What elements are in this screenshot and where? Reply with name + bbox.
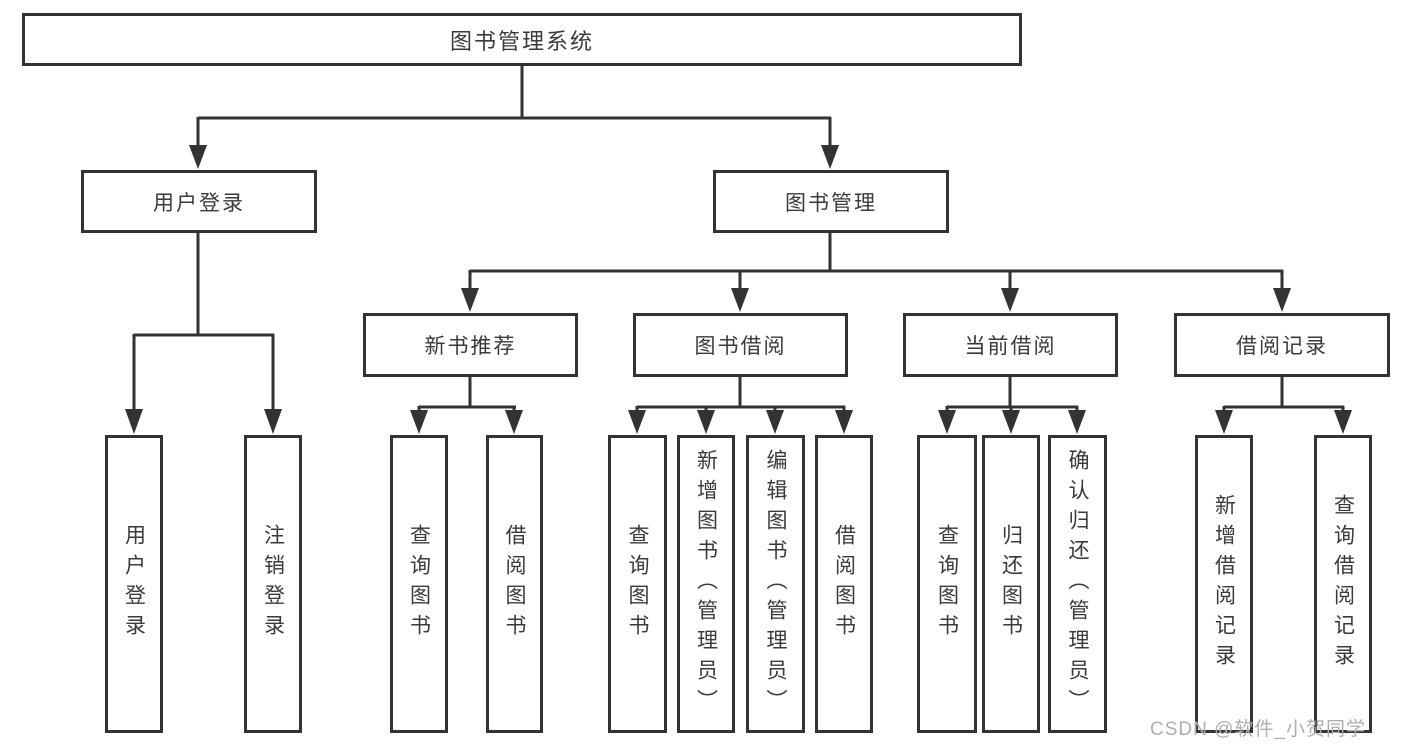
node-book-management: 图书管理 xyxy=(713,170,949,233)
node-label: 借阅图书 xyxy=(503,524,526,644)
node-label: 新增借阅记录 xyxy=(1212,494,1236,674)
node-label: 用户登录 xyxy=(122,524,146,644)
edges-book-management-to-level3 xyxy=(461,233,1291,312)
node-label: 图书管理 xyxy=(785,191,877,215)
edges-new-book-recommend-to-leaves xyxy=(410,377,523,434)
edges-book-borrow-to-leaves xyxy=(628,377,853,434)
node-label: 确认归还（管理员） xyxy=(1066,449,1089,719)
leaf-add-borrow-record: 新增借阅记录 xyxy=(1195,435,1253,733)
node-label: 新书推荐 xyxy=(424,335,517,358)
node-book-borrow: 图书借阅 xyxy=(633,313,848,377)
csdn-watermark: CSDN @软件_小贺同学 xyxy=(1150,719,1366,740)
node-label: 注销登录 xyxy=(261,524,285,644)
node-label: 查询图书 xyxy=(407,524,431,644)
node-label: 图书借阅 xyxy=(694,335,787,358)
node-label: 查询图书 xyxy=(935,524,959,644)
node-user-login: 用户登录 xyxy=(81,170,317,233)
node-label: 当前借阅 xyxy=(964,335,1057,358)
node-label: 编辑图书（管理员） xyxy=(764,449,787,719)
node-label: 图书管理系统 xyxy=(449,28,594,54)
leaf-add-book-admin: 新增图书（管理员） xyxy=(677,435,735,733)
edges-current-borrow-to-leaves xyxy=(938,377,1086,434)
leaf-edit-book-admin: 编辑图书（管理员） xyxy=(746,435,805,733)
node-label: 借阅图书 xyxy=(832,524,856,644)
leaf-return-book: 归还图书 xyxy=(982,435,1040,733)
leaf-borrow-books-recommend: 借阅图书 xyxy=(486,435,543,733)
leaf-logout: 注销登录 xyxy=(244,435,302,733)
node-label: 用户登录 xyxy=(153,191,245,215)
edges-root-to-level2 xyxy=(189,66,839,169)
node-label: 查询图书 xyxy=(626,524,649,644)
node-borrow-records: 借阅记录 xyxy=(1174,313,1390,377)
node-current-borrow: 当前借阅 xyxy=(903,313,1118,377)
node-label: 查询借阅记录 xyxy=(1331,494,1355,674)
leaf-user-login: 用户登录 xyxy=(105,435,163,733)
leaf-query-books-current: 查询图书 xyxy=(917,435,977,733)
leaf-query-borrow-record: 查询借阅记录 xyxy=(1314,435,1372,733)
leaf-query-books-recommend: 查询图书 xyxy=(390,435,448,733)
node-library-management-system: 图书管理系统 xyxy=(22,13,1022,66)
node-label: 归还图书 xyxy=(999,524,1023,644)
node-new-book-recommend: 新书推荐 xyxy=(363,313,578,377)
edges-user-login-to-leaves xyxy=(125,233,282,434)
leaf-borrow-books: 借阅图书 xyxy=(815,435,873,733)
edges-borrow-records-to-leaves xyxy=(1215,377,1352,434)
leaf-query-books-borrow: 查询图书 xyxy=(608,435,667,733)
node-label: 新增图书（管理员） xyxy=(694,449,718,719)
leaf-confirm-return-admin: 确认归还（管理员） xyxy=(1048,435,1107,733)
node-label: 借阅记录 xyxy=(1236,335,1328,358)
